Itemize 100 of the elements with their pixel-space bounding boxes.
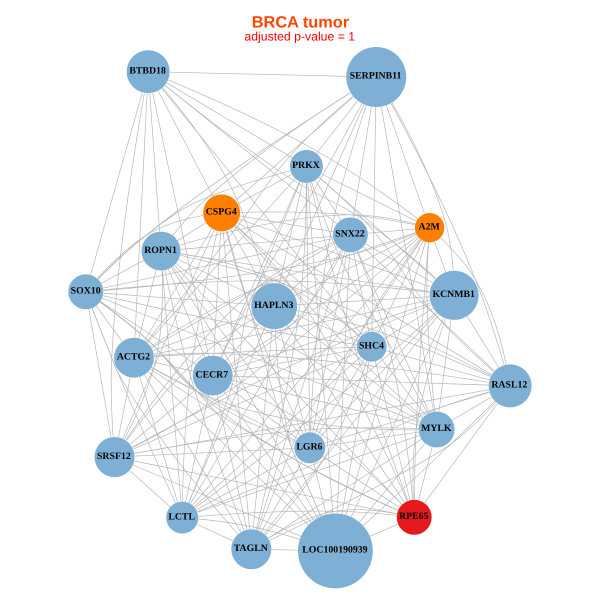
connector (466, 316, 499, 368)
caption: adjusted p-value = 1 (244, 29, 356, 44)
connector (312, 252, 348, 432)
connector (130, 388, 198, 444)
connector (295, 314, 358, 342)
connector (226, 230, 304, 434)
connector (162, 88, 268, 284)
node-circle: CECR7 (192, 356, 233, 396)
connector (235, 96, 354, 201)
connector (92, 308, 238, 534)
connector (228, 387, 298, 439)
connector (180, 254, 492, 376)
connector (290, 246, 338, 291)
node-circle: SOX10 (68, 274, 104, 310)
connector (132, 464, 302, 537)
connector (220, 181, 300, 358)
connector (134, 93, 148, 338)
connector (154, 346, 358, 357)
connector (296, 296, 430, 306)
connector (257, 251, 346, 530)
connector (133, 352, 358, 450)
connector (134, 389, 490, 454)
connector (144, 228, 212, 341)
connector (196, 524, 234, 542)
connector (144, 374, 242, 532)
connector (130, 470, 170, 508)
connector (102, 298, 420, 424)
connector (100, 302, 398, 511)
connector (286, 325, 405, 503)
connector (180, 236, 334, 250)
node-circle: ACTG2 (114, 338, 154, 378)
connector (148, 371, 309, 526)
connector (342, 360, 370, 515)
connector (166, 82, 292, 158)
connector (352, 106, 372, 218)
node-circle: CSPG4 (203, 194, 240, 232)
node-circle: A2M (414, 213, 444, 242)
connector (134, 428, 419, 454)
connector (132, 237, 419, 448)
connector (353, 252, 370, 332)
connector (138, 270, 157, 339)
connector (149, 93, 160, 232)
node-circle: TAGLN (231, 529, 272, 570)
connector (370, 524, 398, 537)
connector (147, 178, 296, 344)
connector (392, 102, 454, 271)
connector (318, 359, 364, 435)
connector (132, 304, 432, 448)
connector (232, 348, 358, 372)
connector (240, 216, 334, 232)
connector (102, 295, 358, 345)
connector (418, 446, 432, 500)
connector (372, 106, 376, 332)
connector (134, 448, 294, 456)
connector (176, 263, 421, 422)
connector (235, 224, 361, 337)
connector (237, 222, 492, 375)
connector (151, 367, 419, 430)
connector (440, 238, 507, 365)
connector (320, 313, 438, 437)
node-circle: SNX22 (332, 217, 368, 252)
connector (362, 246, 495, 372)
connector (226, 230, 322, 517)
connector (197, 435, 420, 513)
connector (185, 394, 209, 502)
connector (240, 212, 416, 226)
connector (256, 182, 307, 530)
connector (220, 103, 362, 358)
connector (380, 358, 426, 416)
connector (321, 174, 417, 222)
connector (222, 231, 250, 530)
connector (182, 230, 218, 502)
connector (168, 80, 418, 220)
connector (180, 253, 360, 338)
connector (424, 403, 498, 504)
connector (103, 280, 430, 293)
connector (452, 396, 492, 421)
connector (271, 549, 298, 551)
connector (252, 328, 272, 530)
connector (190, 250, 342, 504)
connector (306, 182, 310, 432)
connector (90, 92, 143, 276)
connector (194, 356, 361, 507)
connector (390, 103, 504, 366)
connector (269, 402, 496, 541)
connector (231, 302, 431, 370)
node-circle: LCTL (166, 502, 198, 534)
connector (368, 228, 416, 234)
connector (229, 236, 418, 366)
connector (103, 292, 252, 305)
connector (177, 222, 206, 242)
connector (152, 314, 253, 352)
connector (226, 323, 260, 361)
connector (307, 182, 334, 514)
connector (178, 259, 254, 296)
connector (164, 85, 337, 224)
connector (350, 317, 444, 518)
connector (381, 106, 434, 412)
connector (139, 376, 178, 502)
connector (97, 215, 204, 279)
